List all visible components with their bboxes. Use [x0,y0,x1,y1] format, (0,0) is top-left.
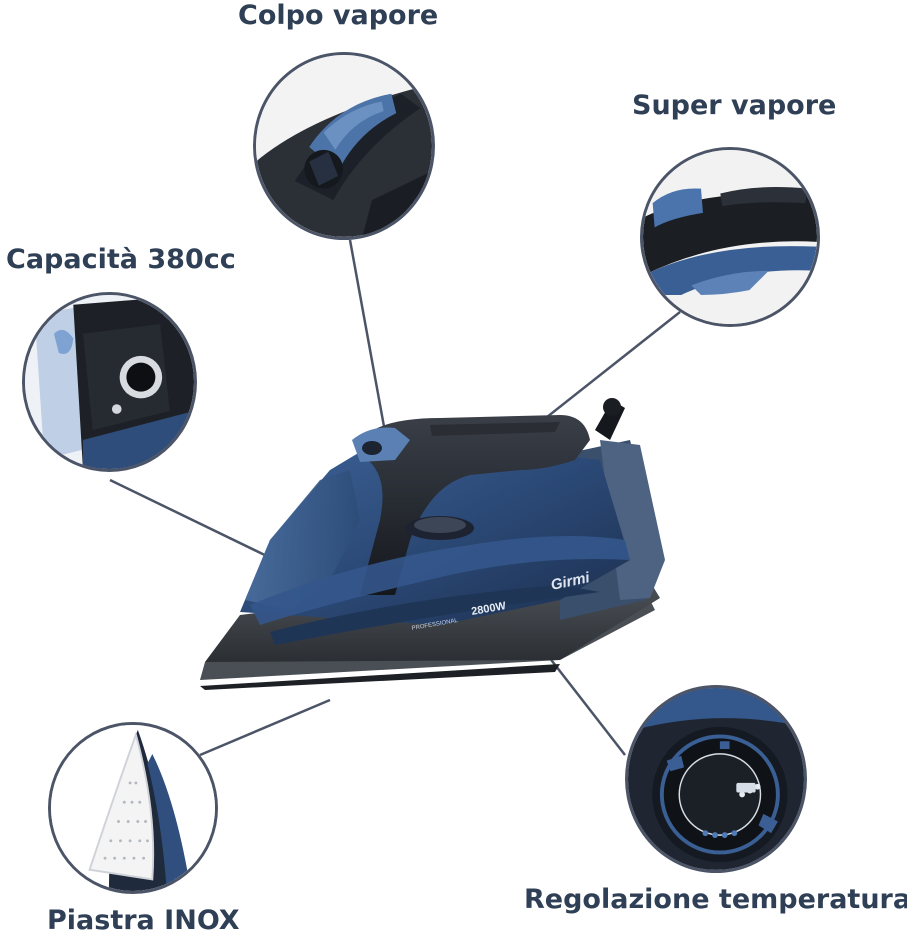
water-tank [245,470,360,610]
label-super-vapore: Super vapore [632,90,837,121]
label-regolazione: Regolazione temperatura [524,884,907,915]
label-piastra: Piastra INOX [47,905,240,936]
callout-regolazione [625,685,807,873]
iron-handle [360,415,590,595]
callout-super-vapore [640,147,820,327]
leader-line-piastra [199,698,331,757]
label-colpo-vapore: Colpo vapore [238,0,439,31]
callout-colpo-vapore [253,52,435,240]
leader-line-capacita [109,478,276,562]
leader-line-colpo-vapore [348,239,387,433]
label-capacita: Capacità 380cc [6,244,236,275]
callout-capacita [22,292,197,472]
callout-piastra [48,722,218,894]
